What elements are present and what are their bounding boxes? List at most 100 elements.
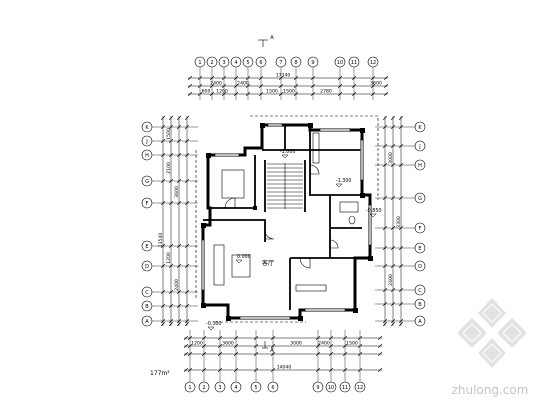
- dimension-tick: [377, 343, 383, 349]
- axis-marker: 11: [348, 56, 360, 68]
- axis-marker: 3: [214, 381, 226, 393]
- watermark-text: zhulong.com: [452, 383, 529, 397]
- dimension-tick: [398, 115, 404, 121]
- axis-marker: 5: [250, 381, 262, 393]
- axis-marker: J: [414, 140, 426, 152]
- axis-marker: 1: [194, 56, 206, 68]
- axis-marker: 1: [184, 381, 196, 393]
- elevation-text: 0.000: [237, 254, 251, 260]
- bathroom-fixture: [339, 201, 359, 213]
- axis-marker: 4: [230, 56, 242, 68]
- dimension-tick: [184, 321, 190, 327]
- dimension-text: 1500: [266, 89, 278, 95]
- axis-markers-bottom: 1 2 3 4 5 6 9 10 11 12: [184, 381, 366, 393]
- axis-label: 4: [234, 60, 237, 66]
- elevation-text: -0.300: [206, 321, 221, 327]
- axis-marker: E: [414, 242, 426, 254]
- dimension-text: 1200: [216, 89, 228, 95]
- elevation-text: -0.850: [366, 208, 381, 214]
- dimension-tick: [160, 115, 166, 121]
- dimension-text: 3300: [396, 216, 402, 228]
- bed: [221, 169, 245, 199]
- axis-label: E: [418, 246, 421, 252]
- axis-marker: K: [414, 121, 426, 133]
- axis-marker: 8: [290, 56, 302, 68]
- axis-marker: G: [141, 175, 153, 187]
- axis-label: 11: [351, 60, 357, 66]
- door-swing: [309, 164, 320, 175]
- dimension-text: 600: [202, 89, 211, 95]
- axis-label: 5: [254, 385, 257, 391]
- axis-marker: B: [141, 300, 153, 312]
- axis-label: G: [145, 179, 149, 185]
- dimension-texts: 17340 2400 2400 3600 600 1200 1500 1500 …: [158, 73, 402, 371]
- axis-marker: 6: [267, 381, 279, 393]
- axis-marker: A: [414, 315, 426, 327]
- axis-markers-right: K J H G F E D C B A: [414, 121, 426, 327]
- axis-marker: H: [414, 159, 426, 171]
- axis-label: C: [145, 290, 149, 296]
- axis-marker: 3: [218, 56, 230, 68]
- dimension-tick: [398, 321, 404, 327]
- dimension-text: 2780: [320, 89, 332, 95]
- axis-label: 1: [188, 385, 191, 391]
- cabinet: [295, 284, 327, 292]
- axis-marker: D: [414, 260, 426, 272]
- axis-label: 4: [234, 385, 237, 391]
- dimension-lines: [152, 67, 415, 382]
- table: [231, 254, 251, 278]
- dimension-text: 1500: [346, 341, 358, 347]
- axis-label: 2: [210, 60, 213, 66]
- dimension-tick: [160, 321, 166, 327]
- dimension-tick: [383, 83, 389, 89]
- axis-label: J: [418, 144, 420, 150]
- axis-marker: 12: [354, 381, 366, 393]
- axis-marker: E: [141, 240, 153, 252]
- axis-marker: C: [141, 286, 153, 298]
- dimension-text: 2400: [318, 341, 330, 347]
- axis-label: D: [145, 264, 149, 270]
- axis-marker: F: [414, 222, 426, 234]
- axis-label: 6: [259, 60, 262, 66]
- dimension-tick: [377, 367, 383, 373]
- axis-label: 12: [370, 60, 376, 66]
- axis-label: A: [418, 319, 422, 325]
- elevation-marks: 0.000 -1.300 -1.000 -0.850 -0.300: [206, 149, 381, 331]
- axis-marker: 2: [206, 56, 218, 68]
- toilet: [348, 215, 356, 225]
- dimension-tick: [183, 335, 189, 341]
- axis-marker: G: [414, 192, 426, 204]
- dimension-tick: [187, 83, 193, 89]
- dimension-tick: [383, 75, 389, 81]
- axis-label: D: [418, 264, 422, 270]
- room-label-living: 客厅: [262, 259, 274, 267]
- doors-and-fixtures: [213, 132, 359, 292]
- axis-label: H: [145, 153, 149, 159]
- door-swing: [264, 229, 275, 240]
- axis-label: 3: [218, 385, 221, 391]
- axis-label: 12: [357, 385, 363, 391]
- dimension-tick: [187, 75, 193, 81]
- dimension-tick: [176, 321, 182, 327]
- axis-marker: 5: [242, 56, 254, 68]
- axis-label: 7: [279, 60, 282, 66]
- axis-label: H: [418, 163, 422, 169]
- floor-area-label: 177m²: [150, 370, 170, 377]
- axis-label: 6: [271, 385, 274, 391]
- axis-marker: K: [141, 121, 153, 133]
- axis-marker: 12: [367, 56, 379, 68]
- axis-label: F: [419, 226, 422, 232]
- door-swing: [299, 257, 311, 269]
- interior-wall: [208, 155, 256, 209]
- dimension-text: 1500: [283, 89, 295, 95]
- door-swing: [329, 239, 339, 249]
- axis-marker: J: [141, 135, 153, 147]
- section-marker-bottom: A: [262, 341, 274, 354]
- dimension-tick: [168, 115, 174, 121]
- dimension-tick: [168, 321, 174, 327]
- dimension-text: 2400: [174, 279, 180, 291]
- interior-wall: [309, 130, 362, 196]
- axis-marker: 7: [275, 56, 287, 68]
- axis-label: E: [145, 244, 148, 250]
